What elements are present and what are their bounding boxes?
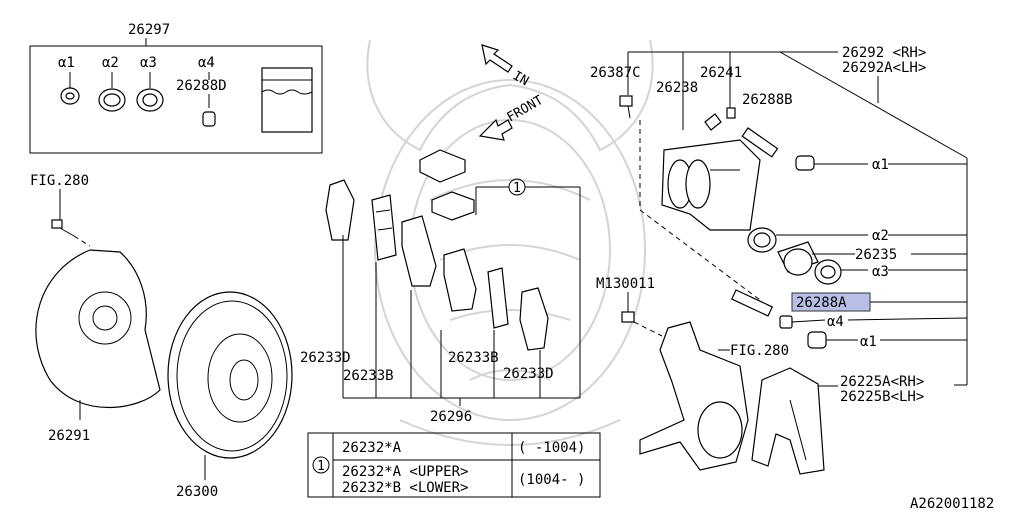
right-a3-label: α3 <box>872 264 889 280</box>
fig280-mid-ref[interactable]: FIG.280 <box>730 343 789 359</box>
bleeder-screw <box>726 107 736 119</box>
bushing-a4-right <box>779 315 793 329</box>
front-direction-arrow: FRONT <box>478 93 546 141</box>
boot-a1-right <box>795 155 815 171</box>
pin-26288a-number[interactable]: 26288A <box>796 295 847 311</box>
guide-pin-a <box>730 289 774 317</box>
table-row2-lower: 26232*B <LOWER> <box>342 480 468 496</box>
pad-right-b <box>487 267 509 329</box>
part-26238 <box>704 113 722 131</box>
right-a1-label: α1 <box>872 157 889 173</box>
disc-rotor-number: 26300 <box>176 484 218 500</box>
right-a1b-label: α1 <box>860 334 877 350</box>
ref-circle-number: 1 <box>513 181 521 196</box>
pad-set-number: 26296 <box>430 409 472 425</box>
pad-26233d-left: 26233D <box>300 350 351 366</box>
pad-26233b-right: 26233B <box>448 350 499 366</box>
disc-rotor-part <box>167 291 293 459</box>
outer-shim-right <box>519 287 549 351</box>
bolt-m130011-number: M130011 <box>596 276 655 292</box>
caliper-piston <box>777 241 819 276</box>
kit-boot-ring-part <box>136 88 164 112</box>
boot-a1b-right <box>807 331 827 349</box>
kit-a3-label: α3 <box>140 55 157 71</box>
bolt-26387c-number: 26387C <box>590 65 641 81</box>
pad-left-a <box>371 194 397 261</box>
dust-shield-number: 26291 <box>48 428 90 444</box>
right-a4-label: α4 <box>827 314 844 330</box>
piston-seal <box>747 227 777 253</box>
bleeder-26241-number: 26241 <box>700 65 742 81</box>
kit-a2-label: α2 <box>102 55 119 71</box>
shield-bolt <box>51 219 75 237</box>
kit-pin-label: 26288D <box>176 78 227 94</box>
table-row2-upper: 26232*A <UPPER> <box>342 464 468 480</box>
caliper-bolt <box>619 95 633 119</box>
outer-shim-left <box>325 179 355 241</box>
caliper-body <box>661 139 761 231</box>
pad-26233d-right: 26233D <box>503 366 554 382</box>
caliper-lh-number: 26292A<LH> <box>842 60 926 76</box>
piston-boot <box>814 259 842 285</box>
fig280-top-ref[interactable]: FIG.280 <box>30 173 89 189</box>
support-rh-number: 26225A<RH> <box>840 374 924 390</box>
right-a2-label: α2 <box>872 228 889 244</box>
diagram-id: A262001182 <box>910 496 994 512</box>
grease-packet <box>261 67 313 133</box>
table-row2-date: (1004- ) <box>518 472 585 488</box>
in-direction-arrow: IN <box>481 44 531 89</box>
guide-pin-b <box>741 127 779 158</box>
support-lh-number: 26225B<LH> <box>840 389 924 405</box>
kit-bushing-part <box>202 111 216 127</box>
kit-boot-part <box>60 87 80 105</box>
caliper-support <box>751 367 825 475</box>
steering-knuckle <box>639 321 749 471</box>
pad-clips <box>419 149 475 221</box>
kit-seal-part <box>98 88 126 112</box>
table-row1-date: ( -1004) <box>518 440 585 456</box>
brake-pad-outer <box>443 248 477 312</box>
kit-a1-label: α1 <box>58 55 75 71</box>
table-ref-marker: 1 <box>317 459 325 474</box>
kit-box <box>29 45 323 154</box>
support-bolt <box>621 311 635 323</box>
brake-pad-inner <box>401 215 437 287</box>
pin-26288b-number: 26288B <box>742 92 793 108</box>
pad-26233b-left: 26233B <box>343 368 394 384</box>
table-row1-part: 26232*A <box>342 440 402 456</box>
svg-text:IN: IN <box>510 68 531 89</box>
kit-a4-label: α4 <box>198 55 215 71</box>
dust-shield-part <box>35 249 161 409</box>
pad-version-table <box>307 432 601 498</box>
part-26238-number: 26238 <box>656 80 698 96</box>
caliper-rh-number: 26292 <RH> <box>842 45 926 61</box>
kit-number: 26297 <box>128 22 170 38</box>
piston-number: 26235 <box>855 247 897 263</box>
